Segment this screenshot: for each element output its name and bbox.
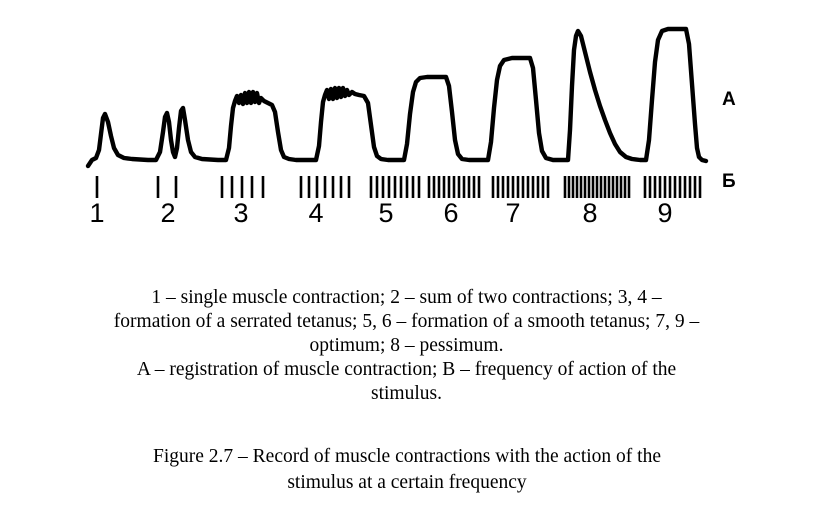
scale-number-8: 8 — [582, 198, 598, 228]
scale-number-2: 2 — [160, 198, 176, 228]
scale-number-6: 6 — [443, 198, 459, 228]
legend-line-4: A – registration of muscle contraction; … — [136, 359, 677, 380]
scale-number-3: 3 — [233, 198, 249, 228]
stimulus-group-3 — [220, 176, 265, 198]
figure-legend: 1 – single muscle contraction; 2 – sum o… — [28, 286, 785, 406]
legend-line-5: stimulus. — [371, 383, 442, 404]
stimulus-group-2 — [156, 176, 178, 198]
legend-line-3: optimum; 8 – pessimum. — [309, 335, 504, 356]
caption-line-1: Figure 2.7 – Record of muscle contractio… — [153, 446, 661, 467]
caption-line-2: stimulus at a certain frequency — [287, 472, 527, 493]
stimulus-group-5 — [369, 176, 421, 198]
legend-line-1: 1 – single muscle contraction; 2 – sum o… — [151, 287, 662, 308]
figure-area: 1 2 3 4 5 6 7 8 9 А Б — [0, 0, 813, 250]
stimulus-group-8 — [563, 176, 631, 198]
trace-side-label-a: А — [722, 89, 736, 110]
stimulus-group-7 — [491, 176, 550, 198]
legend-line-2: formation of a serrated tetanus; 5, 6 – … — [113, 311, 700, 332]
muscle-contraction-trace — [85, 26, 709, 198]
scale-number-4: 4 — [308, 198, 324, 228]
stimulus-group-4 — [299, 176, 351, 198]
scale-number-1: 1 — [89, 198, 105, 228]
scale-number-9: 9 — [657, 198, 673, 228]
scale-number-5: 5 — [378, 198, 394, 228]
stimulus-group-9 — [643, 176, 702, 198]
stimulus-side-label-b: Б — [722, 171, 736, 192]
trace-curve — [85, 26, 709, 169]
scale-number-7: 7 — [505, 198, 521, 228]
figure-caption: Figure 2.7 – Record of muscle contractio… — [60, 444, 754, 496]
stimulus-group-6 — [427, 176, 481, 198]
stimulus-marks — [95, 176, 702, 198]
